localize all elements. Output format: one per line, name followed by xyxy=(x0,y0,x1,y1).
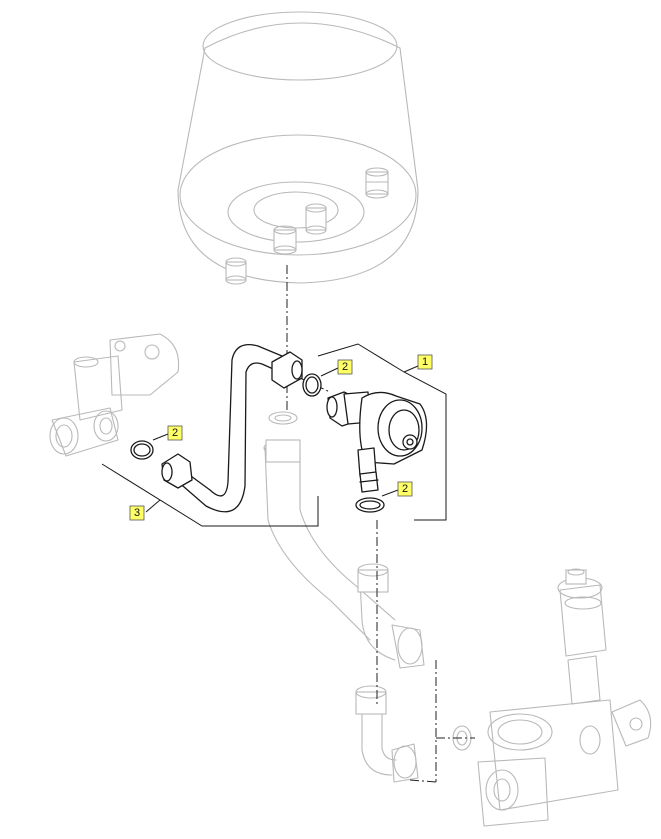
o-ring-part-2-top xyxy=(302,373,322,397)
o-ring-part-2-bottom xyxy=(355,497,385,513)
tube-nut-bottom xyxy=(161,453,193,489)
bent-tube-part-3 xyxy=(161,343,303,513)
callout-1-label: 1 xyxy=(422,356,428,368)
callout-2a-label: 2 xyxy=(342,361,348,373)
callout-1: 1 xyxy=(417,354,433,370)
callout-2a: 2 xyxy=(337,359,353,375)
tube-nut-top xyxy=(271,351,303,389)
callout-2b-label: 2 xyxy=(172,427,178,439)
callout-2c: 2 xyxy=(397,481,413,497)
tank-knob-3 xyxy=(273,225,297,255)
o-ring-part-2-left xyxy=(130,440,154,460)
tank-knob-2 xyxy=(305,203,327,235)
lower-pipe-ghost xyxy=(355,685,419,783)
tank-knob-1 xyxy=(365,167,389,199)
tank-knob-4 xyxy=(225,257,247,285)
right-valve-ghost xyxy=(452,568,652,827)
callout-3: 3 xyxy=(129,505,145,521)
middle-pipe-ghost xyxy=(263,411,425,669)
callout-3-label: 3 xyxy=(134,507,140,519)
filter-valve-part-1 xyxy=(326,391,428,493)
callout-2b: 2 xyxy=(167,425,183,441)
leader-lines xyxy=(101,343,447,527)
tank-housing-ghost xyxy=(177,11,419,285)
left-manifold-ghost xyxy=(49,333,180,457)
callout-2c-label: 2 xyxy=(402,483,408,495)
